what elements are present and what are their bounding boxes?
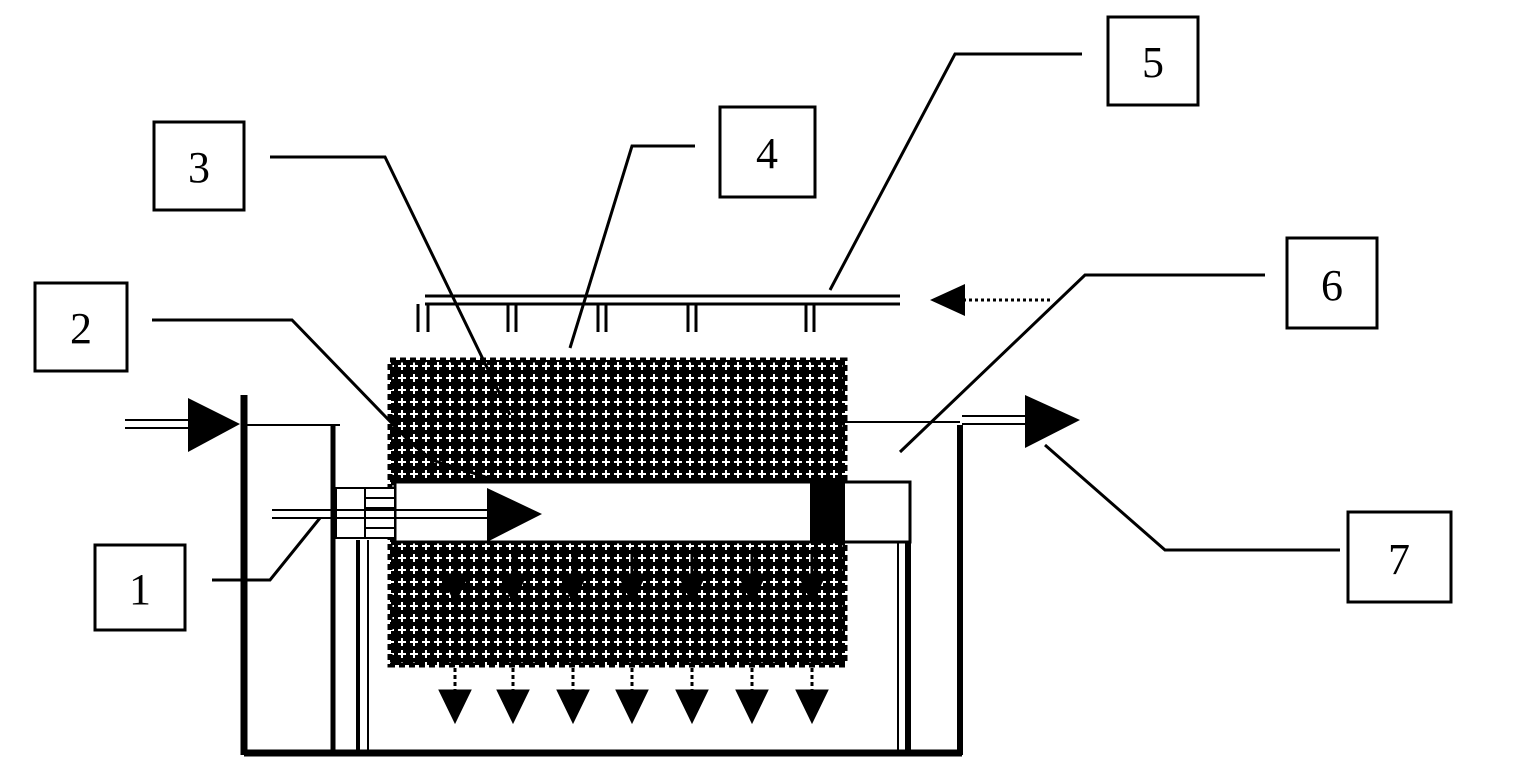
media-arrow [737,548,767,605]
label-1-text: 1 [129,565,151,614]
label-box-1: 1 [93,543,187,632]
label-5-text: 5 [1142,38,1164,87]
outlet-arrow [962,395,1080,448]
label-6-text: 6 [1321,261,1343,310]
label-4-text: 4 [756,129,778,178]
spray-bar [416,294,900,332]
drain-arrow [795,668,829,725]
label-3-text: 3 [188,143,210,192]
media-arrow [440,548,470,605]
label-box-3: 3 [152,120,246,212]
media-arrow [558,548,588,605]
label-box-2: 2 [33,281,129,373]
inlet-arrow [125,398,240,452]
leader-4 [568,144,695,349]
drain-arrow [615,668,649,725]
drain-arrow [675,668,709,725]
label-box-5: 5 [1106,15,1200,107]
spray-feed-arrow [930,284,1050,316]
label-2-text: 2 [70,304,92,353]
leader-7 [1044,443,1340,552]
media-arrow [498,548,528,605]
drain-arrow [496,668,530,725]
media-flow-arrows [440,548,827,605]
media-arrow [797,548,827,605]
drain-arrow [735,668,769,725]
drain-arrow [556,668,590,725]
label-7-text: 7 [1388,535,1410,584]
label-box-7: 7 [1346,510,1453,604]
leader-6 [898,273,1265,454]
leader-5 [828,52,1082,291]
leader-2 [152,318,496,482]
tank [240,395,963,757]
label-box-4: 4 [718,105,817,199]
leader-lines [152,52,1340,582]
drain-arrow [438,668,472,725]
label-box-6: 6 [1285,236,1379,330]
distribution-pipe [272,480,912,544]
drain-flow-arrows [438,668,829,725]
leader-1 [212,517,322,582]
media-arrow [677,548,707,605]
leader-3 [270,155,512,416]
media-arrow [617,548,647,605]
